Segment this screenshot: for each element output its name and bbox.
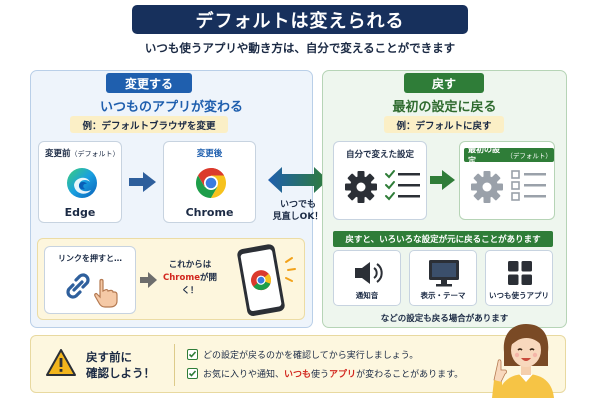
before-card: 変更前（デフォルト） Edge xyxy=(38,141,122,223)
warning-item-1: どの設定が戻るのかを確認してから実行しましょう。 xyxy=(203,351,419,361)
gear-icon xyxy=(345,171,377,203)
link-text: リンクを押すと… xyxy=(58,254,122,263)
arrow-right-icon-2 xyxy=(140,272,157,288)
check-icon xyxy=(187,349,198,360)
initial-settings-card: 最初の設定（デフォルト） xyxy=(459,141,555,220)
change-tag: 変更する xyxy=(106,73,192,93)
link-icon xyxy=(66,273,90,299)
link-card: リンクを押すと… xyxy=(44,246,136,314)
page-subtitle: いつも使うアプリや動き方は、自分で変えることができます xyxy=(144,41,456,55)
warning-box: 戻す前に 確認しよう！ どの設定が戻るのかを確認してから実行しましょう。 お気に… xyxy=(30,335,566,393)
monitor-icon xyxy=(429,260,459,287)
list-icon-gray xyxy=(511,170,546,201)
arrow-right-icon-3 xyxy=(430,170,455,190)
after-card: 変更後 Chrome xyxy=(163,141,256,223)
feature-label-sound: 通知音 xyxy=(355,291,379,300)
smartphone-icon xyxy=(237,244,296,317)
pointing-hand-icon xyxy=(94,278,118,308)
reset-example: 例：デフォルトに戻す xyxy=(384,116,504,133)
result-text: これからは Chromeが開く！ xyxy=(163,260,217,296)
after-label: 変更後 xyxy=(196,149,223,159)
woman-character-illustration xyxy=(492,324,554,398)
reset-warning-banner: 戻すと、いろいろな設定が元に戻ることがあります xyxy=(333,231,553,247)
check-icon-2 xyxy=(187,368,198,379)
warning-item-2: お気に入りや通知、いつも使うアプリが変わることがあります。 xyxy=(203,370,464,380)
edge-icon xyxy=(67,168,97,198)
feature-notification-sound: 通知音 xyxy=(333,250,401,306)
page-title: デフォルトは変えられる xyxy=(132,5,468,34)
before-app-name: Edge xyxy=(64,206,96,219)
after-app-name: Chrome xyxy=(185,206,234,219)
change-heading: いつものアプリが変わる xyxy=(99,100,243,115)
checklist-icon xyxy=(385,170,420,201)
apps-grid-icon xyxy=(508,261,532,285)
feature-display-theme: 表示・テーマ xyxy=(409,250,477,306)
review-anytime-text: いつでも 見直しOK！ xyxy=(272,200,324,222)
link-example-box: リンクを押すと… これからは Chromeが開く！ xyxy=(37,238,305,320)
reset-tag: 戻す xyxy=(404,73,484,93)
custom-settings-label: 自分で変えた設定 xyxy=(345,150,414,160)
double-arrow-icon xyxy=(268,167,328,193)
speaker-icon xyxy=(355,262,383,284)
feature-default-apps: いつも使うアプリ xyxy=(485,250,553,306)
change-example: 例：デフォルトブラウザを変更 xyxy=(70,116,228,133)
initial-settings-label: 最初の設定（デフォルト） xyxy=(464,145,554,165)
before-label: 変更前（デフォルト） xyxy=(45,149,120,159)
reset-heading: 最初の設定に戻る xyxy=(392,100,497,115)
warning-divider xyxy=(174,344,175,386)
reset-footnote: などの設定も戻る場合があります xyxy=(380,314,509,324)
chrome-icon xyxy=(195,168,227,198)
warning-icon xyxy=(46,349,76,376)
feature-label-display: 表示・テーマ xyxy=(420,291,466,300)
arrow-right-icon xyxy=(129,172,156,192)
custom-settings-card: 自分で変えた設定 xyxy=(333,141,427,220)
gear-icon-gray xyxy=(471,171,503,203)
feature-label-apps: いつも使うアプリ xyxy=(489,291,549,300)
warning-title: 戻す前に 確認しよう！ xyxy=(86,350,155,380)
